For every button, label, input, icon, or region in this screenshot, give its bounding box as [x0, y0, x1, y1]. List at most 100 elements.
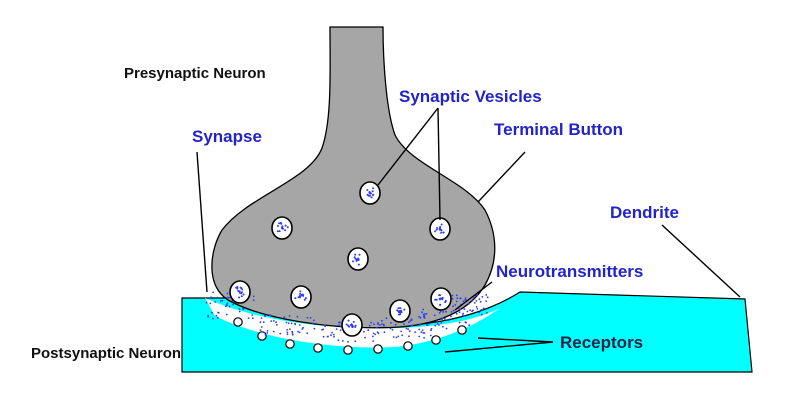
- neurotransmitter-dots: [205, 290, 489, 343]
- vesicle: [359, 181, 381, 205]
- neurotransmitter-dot: [418, 328, 421, 331]
- neurotransmitter-dot: [473, 296, 475, 299]
- neurotransmitter-dot: [485, 300, 488, 302]
- neurotransmitter-dot: [436, 322, 439, 325]
- neurotransmitter-dot: [373, 323, 375, 325]
- neurotransmitter-dot: [408, 335, 410, 338]
- neurotransmitter-dot: [283, 316, 286, 319]
- neurotransmitter-dot: [291, 333, 294, 336]
- neurotransmitter-dot: [225, 313, 228, 316]
- neurotransmitter-dot: [486, 312, 488, 314]
- neurotransmitter-dot: [461, 314, 464, 316]
- pointer-receptors-2: [477, 337, 554, 343]
- pointer-terminal-button: [477, 151, 526, 203]
- neurotransmitter-dot: [400, 330, 403, 333]
- neurotransmitter-dot: [260, 317, 263, 319]
- neurotransmitter-dot: [286, 333, 289, 336]
- neurotransmitter-dot: [269, 314, 271, 316]
- vesicle: [429, 217, 451, 241]
- neurotransmitter-dot: [264, 333, 267, 336]
- neurotransmitter-dot: [426, 324, 429, 326]
- neurotransmitter-dot: [485, 294, 488, 296]
- neurotransmitter-dot: [338, 324, 341, 327]
- neurotransmitter-dot: [410, 318, 413, 321]
- vesicle: [430, 287, 452, 311]
- neurotransmitter-dot: [313, 327, 316, 330]
- neurotransmitter-dot: [252, 299, 255, 301]
- neurotransmitter-dot: [376, 322, 379, 324]
- neurotransmitter-dot: [433, 314, 436, 317]
- neurotransmitter-dot: [279, 332, 282, 335]
- neurotransmitter-dot: [275, 323, 278, 326]
- neurotransmitter-dot: [302, 326, 304, 329]
- neurotransmitter-dot: [207, 316, 210, 318]
- neurotransmitter-dot: [389, 327, 392, 330]
- neurotransmitter-dot: [430, 327, 433, 330]
- neurotransmitter-dot: [376, 326, 378, 329]
- pointer-vesicle-1: [377, 107, 439, 186]
- neurotransmitter-dot: [450, 315, 452, 318]
- presynaptic-neuron-label: Presynaptic Neuron: [124, 65, 266, 82]
- neurotransmitter-dot: [425, 313, 428, 315]
- neurotransmitter-dot: [331, 331, 333, 334]
- neurotransmitter-dot: [224, 305, 227, 308]
- neurotransmitter-dot: [339, 325, 342, 328]
- neurotransmitter-dot: [478, 298, 481, 301]
- neurotransmitter-dot: [430, 329, 432, 332]
- neurotransmitter-dot: [264, 315, 266, 318]
- neurotransmitter-dot: [379, 324, 381, 326]
- neurotransmitter-dot: [421, 329, 424, 332]
- neurotransmitter-dot: [445, 310, 447, 313]
- neurotransmitter-dot: [397, 335, 400, 338]
- neurotransmitter-dot: [219, 300, 222, 302]
- neurotransmitter-dot: [403, 323, 405, 326]
- neurotransmitter-dot: [480, 313, 483, 316]
- neurotransmitter-dot: [289, 328, 291, 330]
- neurotransmitter-dot: [418, 315, 420, 318]
- neurotransmitter-dot: [422, 308, 425, 311]
- neurotransmitter-dot: [209, 302, 212, 305]
- neurotransmitter-dot: [440, 321, 443, 324]
- receptors-label: Receptors: [560, 333, 644, 352]
- neurotransmitter-dot: [221, 299, 224, 302]
- neurotransmitter-dot: [259, 321, 262, 324]
- receptor: [313, 343, 323, 353]
- neurotransmitter-dot: [421, 311, 423, 314]
- neurotransmitter-dot: [409, 320, 412, 322]
- neurotransmitter-dot: [408, 321, 410, 324]
- receptor: [457, 325, 467, 335]
- neurotransmitter-dot: [466, 310, 469, 313]
- neurotransmitter-dot: [330, 334, 332, 337]
- terminal-button-label: Terminal Button: [494, 120, 624, 139]
- neurotransmitter-dot: [411, 324, 414, 327]
- neurotransmitter-dot: [481, 309, 483, 311]
- neurotransmitter-dot: [451, 297, 454, 300]
- postsynaptic-neuron-label: Postsynaptic Neuron: [31, 345, 182, 362]
- neurotransmitter-dot: [408, 330, 411, 333]
- neurotransmitter-dot: [383, 331, 386, 334]
- neurotransmitter-dot: [456, 297, 459, 300]
- neurotransmitter-dot: [262, 321, 265, 323]
- neurotransmitter-dot: [455, 312, 458, 315]
- neurotransmitter-dot: [205, 301, 208, 304]
- neurotransmitter-dot: [266, 330, 269, 332]
- neurotransmitter-dot: [374, 333, 377, 336]
- receptor: [403, 341, 413, 351]
- vesicle: [347, 247, 369, 271]
- neurotransmitter-dot: [439, 310, 442, 313]
- neurotransmitter-dot: [394, 323, 397, 326]
- neurotransmitter-dot: [242, 308, 244, 310]
- neurotransmitter-dot: [452, 309, 455, 312]
- neurotransmitter-dot: [327, 335, 329, 338]
- neurotransmitter-dot: [414, 331, 417, 333]
- neurotransmitter-dot: [226, 292, 229, 295]
- neurotransmitter-dot: [434, 324, 437, 327]
- neurotransmitter-dot: [464, 299, 466, 301]
- neurotransmitter-dot: [372, 332, 375, 335]
- synaptic-cleft: [205, 298, 500, 348]
- neurotransmitter-dot: [392, 336, 395, 338]
- synaptic-vesicles: [229, 181, 452, 337]
- neurotransmitter-dot: [469, 309, 472, 312]
